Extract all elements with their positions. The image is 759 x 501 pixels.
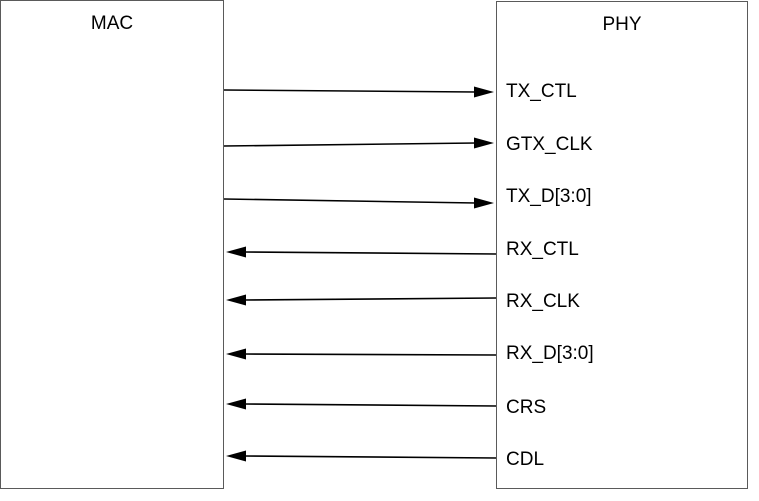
signal-tx-ctl: TX_CTL — [223, 81, 577, 102]
arrowhead-icon — [226, 348, 246, 360]
arrowhead-icon — [226, 398, 246, 410]
signal-group: TX_CTL GTX_CLK TX_D[3:0] RX_CTL RX_CLK RX_D[3… — [223, 81, 594, 470]
signal-line — [243, 251, 497, 255]
arrowhead-icon — [226, 450, 246, 462]
signal-line — [223, 89, 477, 93]
mac-block-title: MAC — [91, 13, 133, 34]
signal-crs: CRS — [226, 397, 546, 418]
signal-line — [223, 198, 477, 204]
arrowhead-icon — [474, 197, 494, 209]
phy-block: PHY — [496, 1, 748, 489]
phy-block-title: PHY — [602, 14, 641, 35]
arrowhead-icon — [474, 137, 494, 149]
signal-label: GTX_CLK — [506, 134, 593, 155]
mac-block-box — [0, 0, 224, 489]
signal-tx-d-3-0: TX_D[3:0] — [223, 186, 592, 209]
signal-label: CDL — [506, 449, 544, 470]
signal-label: RX_CLK — [506, 291, 580, 312]
signal-label: RX_D[3:0] — [506, 343, 594, 364]
signal-label: TX_D[3:0] — [506, 186, 592, 207]
signal-label: RX_CTL — [506, 239, 579, 260]
signal-cdl: CDL — [226, 449, 544, 470]
mac-block: MAC — [0, 0, 224, 489]
signal-label: TX_CTL — [506, 81, 577, 102]
signal-gtx-clk: GTX_CLK — [223, 134, 593, 155]
signal-rx-clk: RX_CLK — [226, 291, 580, 312]
signal-line — [223, 142, 477, 147]
phy-block-box — [496, 1, 748, 489]
arrowhead-icon — [226, 294, 246, 306]
signal-rx-d-3-0: RX_D[3:0] — [226, 343, 594, 364]
signal-label: CRS — [506, 397, 546, 418]
signal-line — [243, 455, 497, 459]
arrowhead-icon — [474, 86, 494, 98]
arrowhead-icon — [226, 246, 246, 258]
signal-line — [243, 403, 497, 407]
signal-line — [243, 353, 497, 356]
signal-rx-ctl: RX_CTL — [226, 239, 579, 260]
signal-line — [243, 297, 497, 301]
